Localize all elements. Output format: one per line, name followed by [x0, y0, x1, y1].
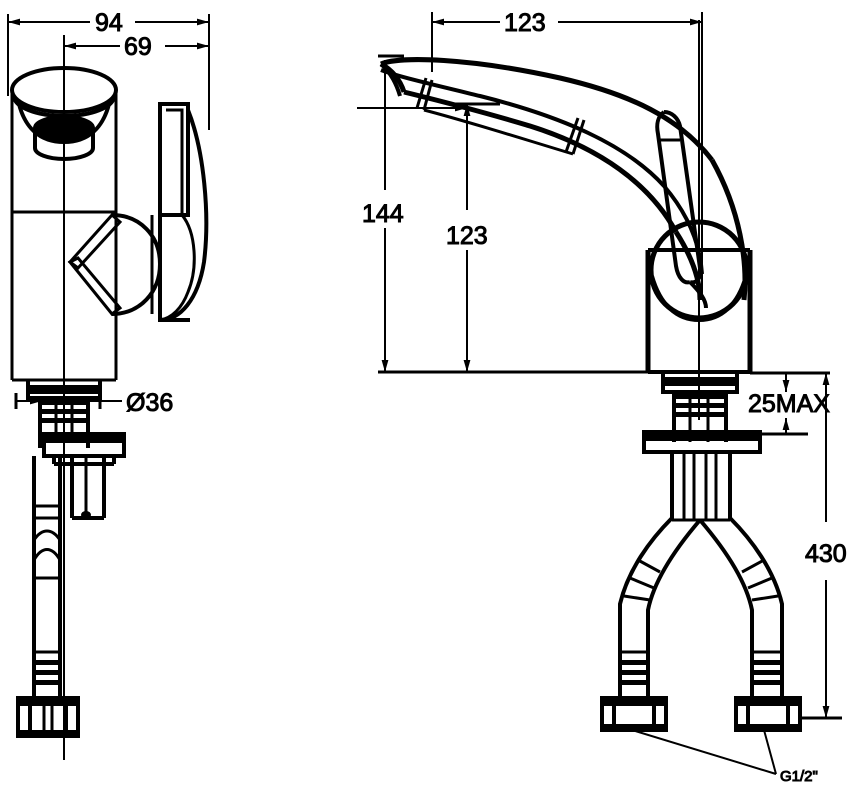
- front-inner-tube: [70, 456, 106, 520]
- dimension-144-label: 144: [362, 200, 404, 228]
- side-connector-left: [600, 696, 668, 732]
- front-view: [10, 35, 209, 760]
- side-connector-right: [734, 696, 802, 732]
- dimension-25max-label: 25MAX: [748, 390, 830, 418]
- side-mounting-plate: [642, 430, 762, 454]
- leader-g12-label: G1/2": [780, 768, 818, 785]
- front-handle: [158, 102, 209, 322]
- dimension-94-label: 94: [95, 9, 123, 37]
- dimension-430-label: 430: [805, 540, 847, 568]
- dimension-123-height-label: 123: [446, 222, 488, 250]
- front-shank: [26, 380, 102, 448]
- dimension-94: 94: [7, 9, 210, 130]
- side-flex-hoses: [618, 516, 784, 700]
- dimension-69: 69: [63, 33, 209, 100]
- dimension-430: 430: [800, 373, 847, 720]
- dimension-25max: 25MAX: [748, 371, 831, 436]
- side-tube-stack: [670, 452, 732, 522]
- side-spout: [379, 57, 714, 234]
- front-flex-hose: [32, 456, 62, 700]
- front-mounting-plate: [42, 432, 126, 466]
- leader-g12: G1/2": [631, 729, 818, 786]
- dimension-d36-label: Ø36: [126, 389, 173, 417]
- dimension-123-height: 123: [357, 102, 500, 372]
- dimension-123-reach: 123: [431, 9, 703, 300]
- dimension-69-label: 69: [124, 33, 152, 61]
- front-connector: [16, 696, 80, 738]
- dimension-144: 144: [362, 54, 660, 374]
- dimension-d36: Ø36: [14, 389, 174, 418]
- dimension-123-reach-label: 123: [504, 9, 546, 37]
- side-view: [379, 20, 802, 732]
